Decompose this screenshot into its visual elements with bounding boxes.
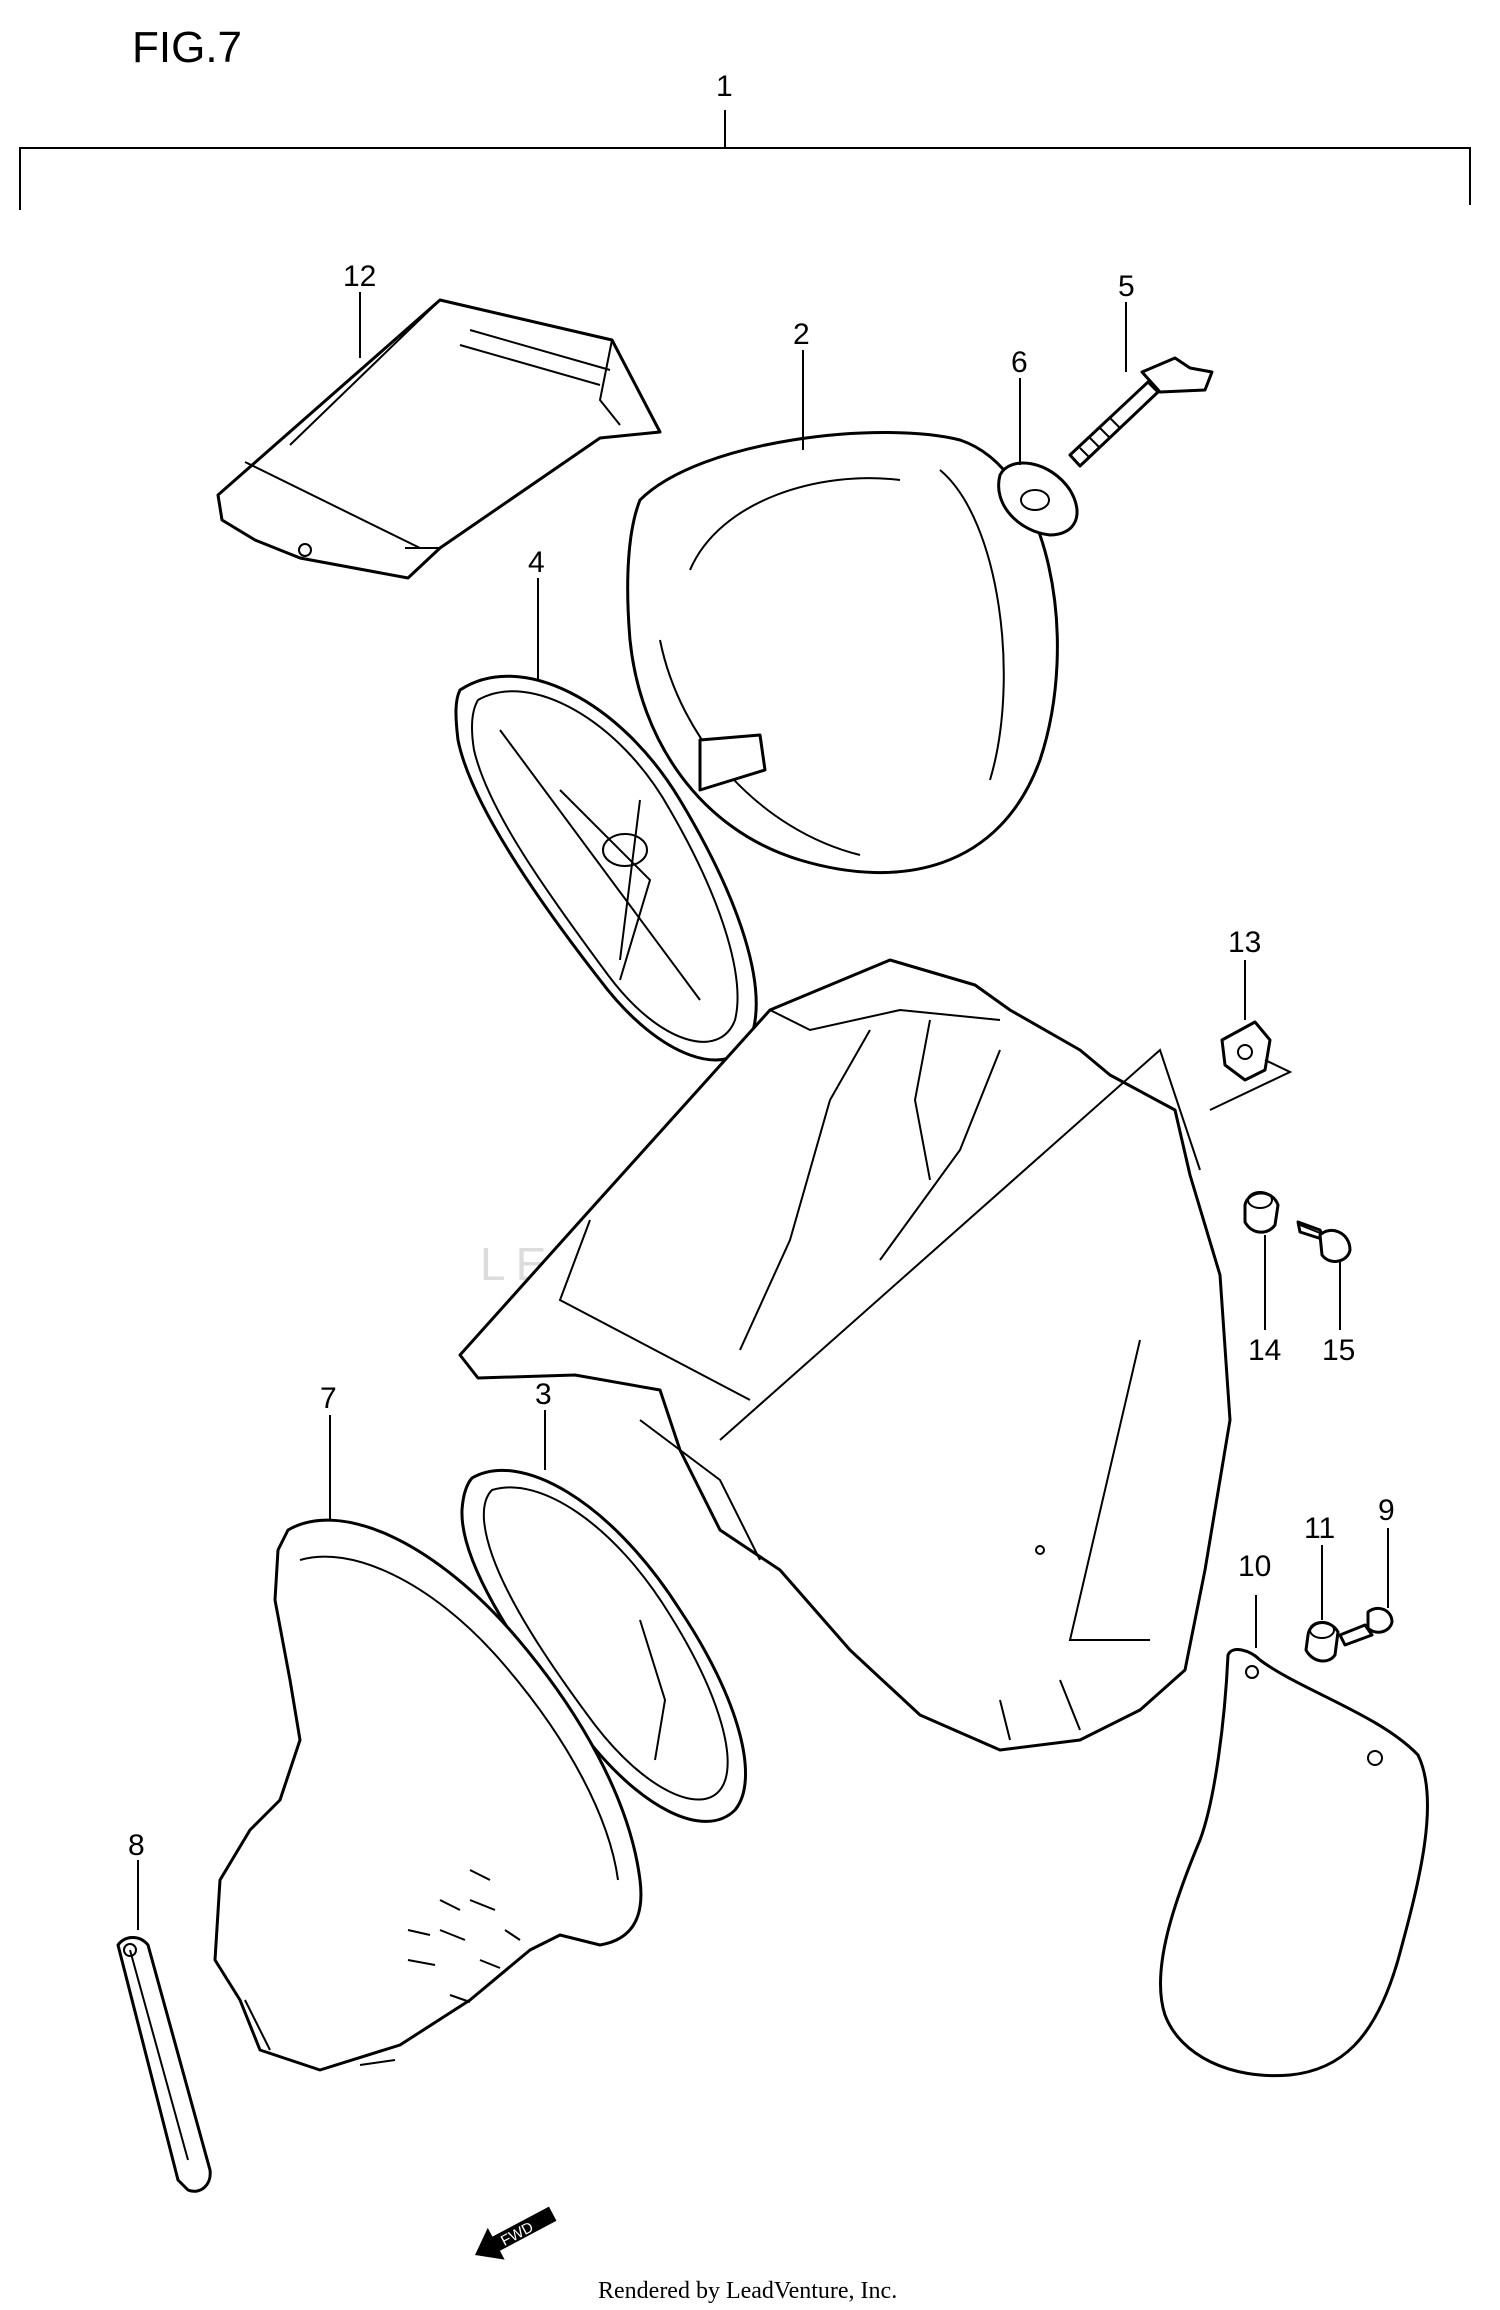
callout-5[interactable]: 5 [1118,270,1135,303]
air-box[interactable] [458,958,1232,1752]
callout-9[interactable]: 9 [1378,1494,1395,1527]
callout-10[interactable]: 10 [1238,1550,1271,1583]
part-10-side-cover[interactable] [1158,1648,1429,2078]
callout-15[interactable]: 15 [1322,1334,1355,1367]
part-3-seal-ring[interactable] [460,1468,747,1823]
part-12-cover[interactable] [216,298,662,580]
part-9-bolt[interactable] [1338,1606,1394,1647]
part-14-collar[interactable] [1243,1191,1280,1234]
callout-14[interactable]: 14 [1248,1334,1281,1367]
callout-13[interactable]: 13 [1228,926,1261,959]
part-2-filter-element[interactable] [626,431,1059,875]
part-15-bolt[interactable] [1296,1220,1352,1263]
callout-1[interactable]: 1 [716,70,733,103]
callout-2[interactable]: 2 [793,318,810,351]
part-13-clip[interactable] [1209,1020,1293,1111]
callout-7[interactable]: 7 [320,1382,337,1415]
callout-3[interactable]: 3 [535,1378,552,1411]
part-7-inlet-boot[interactable] [213,1518,643,2072]
figure-title: FIG.7 [132,23,242,72]
part-5-bolt[interactable] [1068,356,1214,468]
callout-12[interactable]: 12 [343,260,376,293]
credit-line: Rendered by LeadVenture, Inc. [598,2278,897,2304]
callout-8[interactable]: 8 [128,1829,145,1862]
part-11-collar[interactable] [1304,1621,1340,1663]
part-8-clamp[interactable] [116,1936,212,2193]
assembly-bracket [19,110,1471,210]
callout-6[interactable]: 6 [1011,346,1028,379]
callout-11[interactable]: 11 [1304,1512,1335,1545]
part-6-grommet[interactable] [997,461,1079,537]
fwd-arrow: FWD [475,2206,557,2260]
fwd-label: FWD [498,2219,536,2250]
callout-4[interactable]: 4 [528,546,545,579]
